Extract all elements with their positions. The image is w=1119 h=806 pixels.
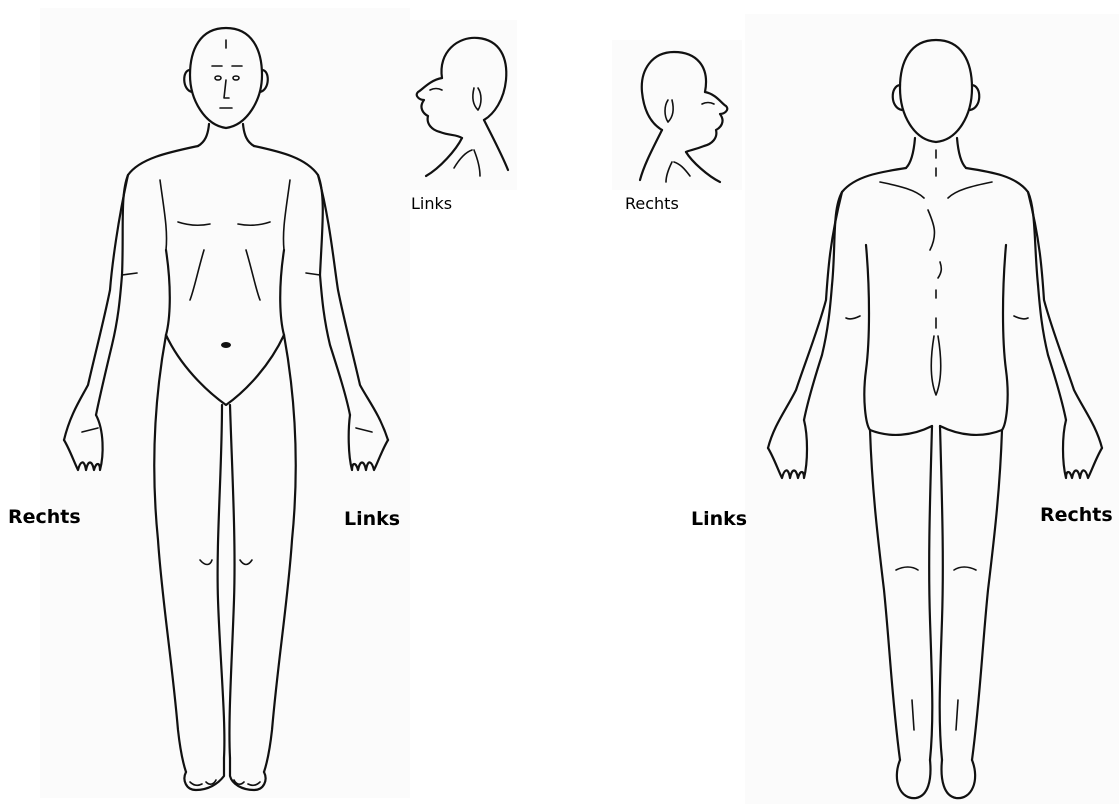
head-profile-left <box>417 38 508 176</box>
back-body-figure <box>768 40 1102 798</box>
head-left-label: Links <box>411 194 452 213</box>
front-right-label: Rechts <box>8 506 81 528</box>
head-right-label: Rechts <box>625 194 679 213</box>
head-profile-right <box>640 52 727 182</box>
front-left-label: Links <box>344 508 400 530</box>
back-left-label: Links <box>691 508 747 530</box>
front-body-figure <box>64 28 388 790</box>
back-right-label: Rechts <box>1040 504 1113 526</box>
